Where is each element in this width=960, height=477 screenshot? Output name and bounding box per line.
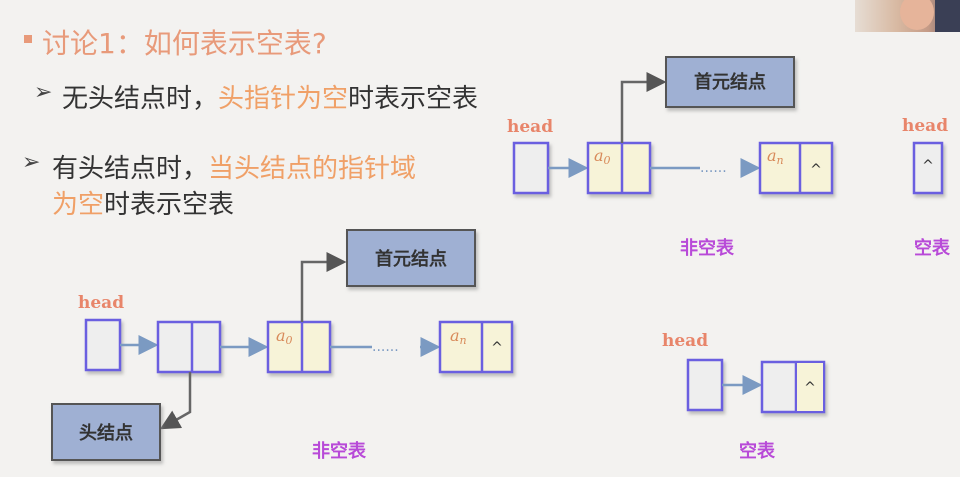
- node-data-subscript: n: [460, 334, 467, 347]
- head-label: head: [507, 117, 553, 137]
- svg-text:a0: a0: [594, 146, 611, 167]
- head-pointer-box: [686, 358, 724, 412]
- ellipsis: ......: [372, 339, 399, 355]
- first-node-label: 首元结点: [694, 71, 766, 93]
- head-node-label: 头结点: [79, 422, 133, 444]
- callout-line: [300, 252, 347, 322]
- null-pointer-mark: ^: [810, 162, 822, 178]
- null-pointer-mark: ^: [804, 380, 816, 396]
- webcam-thumbnail: [855, 0, 960, 32]
- point-text: 有头结点时，: [52, 154, 209, 184]
- point-text: 时表示空表: [348, 84, 479, 114]
- node-a0: [266, 320, 332, 374]
- node-data-label: a: [594, 146, 604, 165]
- arrow-bullet-icon: ➢: [34, 80, 53, 105]
- presenter-face: [900, 0, 934, 30]
- nonempty-caption: 非空表: [312, 440, 367, 462]
- node-an: [758, 141, 834, 195]
- diagram-head-node-nonempty: head a0 ...... an ^ 首元结点 头结点 非空表: [51, 229, 514, 462]
- title-bullet: [24, 35, 32, 43]
- node-data-subscript: 0: [604, 154, 611, 167]
- first-node-label: 首元结点: [375, 248, 447, 270]
- point-with-head-node: 有头结点时，当头结点的指针域: [52, 148, 416, 185]
- slide-title: 讨论1：如何表示空表?: [42, 27, 327, 60]
- node-data-label: a: [276, 326, 286, 345]
- null-pointer-mark: ^: [491, 340, 503, 356]
- point-text: 无头结点时，: [62, 84, 219, 114]
- callout-line: [620, 72, 667, 143]
- point-highlight: 为空: [52, 190, 105, 220]
- point-highlight: 当头结点的指针域: [208, 154, 417, 184]
- head-node-callout: [51, 403, 161, 461]
- head-pointer-box: [84, 318, 122, 372]
- ellipsis: ......: [700, 160, 727, 176]
- empty-caption: 空表: [739, 440, 776, 462]
- point-no-head-node: 无头结点时，头指针为空时表示空表: [62, 78, 478, 115]
- point-text: 时表示空表: [104, 190, 235, 220]
- head-label: head: [662, 331, 708, 351]
- presenter-hair: [935, 0, 960, 32]
- node-data-subscript: 0: [286, 334, 293, 347]
- point-with-head-node-cont: 为空时表示空表: [52, 184, 234, 221]
- first-node-callout: [346, 229, 476, 287]
- null-pointer-mark: ^: [922, 158, 934, 174]
- node-data-label: a: [767, 146, 777, 165]
- svg-text:an: an: [450, 326, 467, 347]
- node-data-label: a: [450, 326, 460, 345]
- head-pointer-box: [912, 141, 944, 195]
- diagram-head-node-empty: head ^ 空表: [662, 331, 826, 462]
- diagram-no-head-nonempty: head a0 ...... an ^ 首元结点 非空表: [507, 56, 834, 259]
- head-pointer-box: [512, 141, 550, 195]
- first-node-callout: [665, 56, 795, 108]
- callout-line: [159, 372, 192, 430]
- svg-text:an: an: [767, 146, 784, 167]
- empty-caption: 空表: [914, 237, 951, 259]
- head-label: head: [902, 116, 948, 136]
- nonempty-caption: 非空表: [680, 237, 735, 259]
- diagram-no-head-empty: head ^ 空表: [902, 116, 951, 259]
- svg-text:a0: a0: [276, 326, 293, 347]
- head-label: head: [78, 293, 124, 313]
- point-highlight: 头指针为空: [218, 84, 349, 114]
- arrow-bullet-icon: ➢: [22, 150, 41, 175]
- head-node: [156, 320, 222, 374]
- node-data-subscript: n: [777, 154, 784, 167]
- node-an: [438, 320, 514, 374]
